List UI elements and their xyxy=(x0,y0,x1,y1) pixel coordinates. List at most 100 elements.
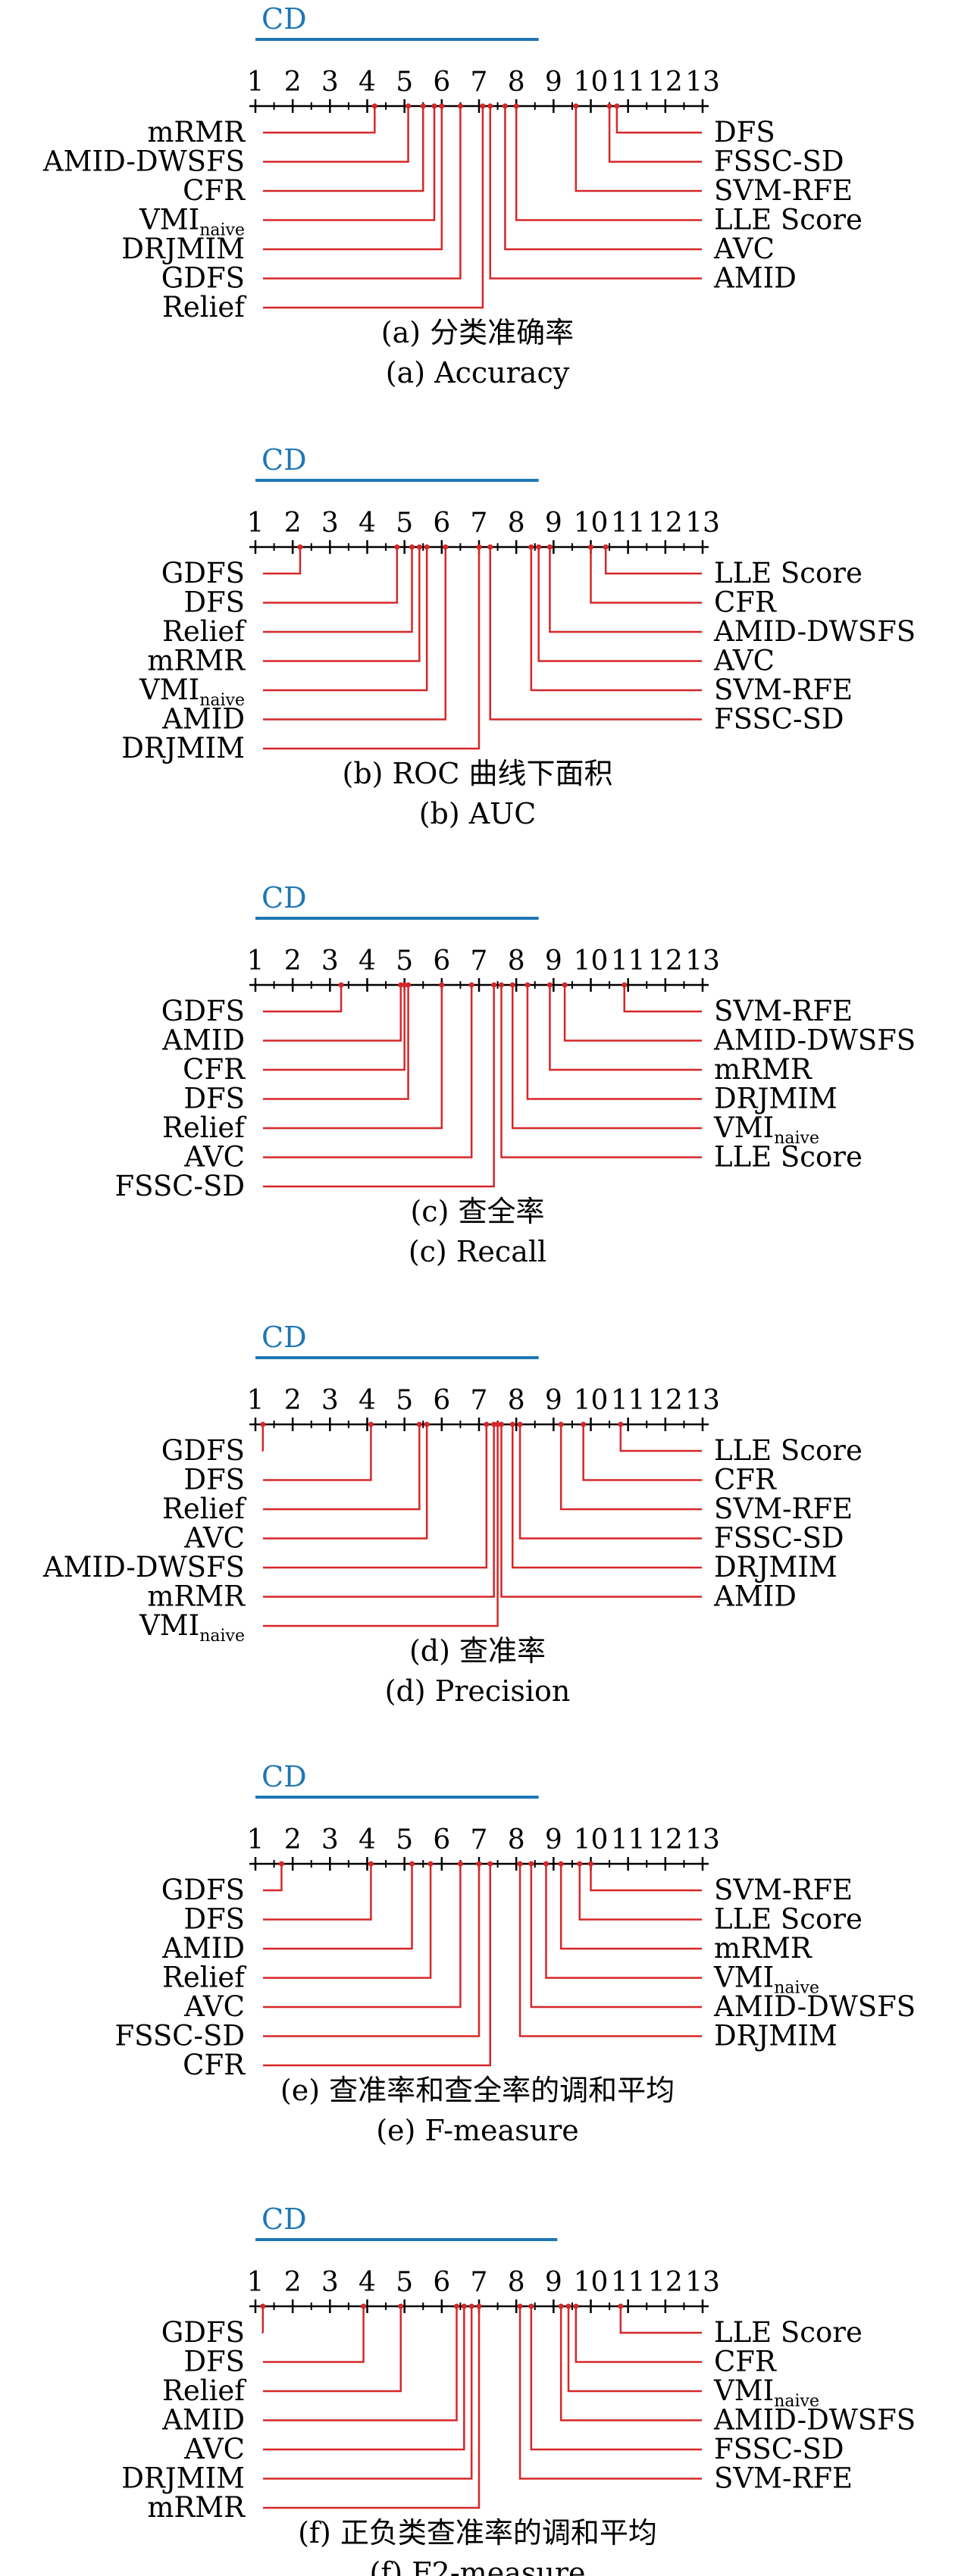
method-label: DFS xyxy=(183,1903,245,1936)
rank-connector xyxy=(263,1426,428,1540)
axis-tick-label: 9 xyxy=(545,67,562,98)
rank-connector xyxy=(500,986,702,1158)
method-label: GDFS xyxy=(161,995,245,1027)
method-label: DFS xyxy=(183,586,245,619)
rank-connector xyxy=(615,108,702,134)
method-label: FSSC-SD xyxy=(114,2020,245,2052)
rank-marker xyxy=(528,544,534,550)
method-label: SVM-RFE xyxy=(714,674,853,706)
axis-tick-label: 13 xyxy=(685,67,720,98)
method-name: DFS xyxy=(183,1464,245,1496)
axis-tick-label: 12 xyxy=(648,67,683,98)
method-name: DFS xyxy=(183,2346,245,2378)
rank-connector xyxy=(263,108,376,134)
rank-marker xyxy=(606,103,612,109)
rank-connector xyxy=(263,108,436,221)
rank-marker xyxy=(484,1421,490,1427)
method-label: DFS xyxy=(183,2346,245,2378)
cd-label: CD xyxy=(261,2,307,36)
method-name: AMID-DWSFS xyxy=(42,1551,245,1583)
rank-connector xyxy=(563,986,702,1042)
method-label: DRJMIM xyxy=(714,1083,838,1115)
rank-connector xyxy=(590,1865,702,1892)
rank-marker xyxy=(509,1421,515,1427)
method-name: VMI xyxy=(713,1962,774,1994)
axis-tick-label: 7 xyxy=(471,1385,488,1416)
method-name: mRMR xyxy=(714,1053,813,1086)
method-label: Relief xyxy=(162,615,246,648)
rank-marker xyxy=(405,982,412,988)
rank-marker xyxy=(573,2303,579,2309)
rank-connector xyxy=(489,549,702,721)
rank-connector xyxy=(263,549,421,662)
method-name: AMID-DWSFS xyxy=(713,615,916,648)
axis-tick-label: 8 xyxy=(508,1824,525,1855)
rank-marker xyxy=(416,1421,422,1427)
caption-en: (b) AUC xyxy=(419,797,537,830)
rank-marker xyxy=(487,1861,493,1867)
cd-label: CD xyxy=(261,1760,307,1793)
rank-marker xyxy=(581,1421,587,1427)
rank-marker xyxy=(260,1421,266,1427)
method-name: Relief xyxy=(162,615,246,648)
method-label: VMInaive xyxy=(713,1962,819,1998)
rank-marker xyxy=(457,1861,463,1867)
method-label: AVC xyxy=(183,1990,245,2023)
method-name: VMI xyxy=(139,1609,199,1642)
axis-tick-label: 2 xyxy=(284,508,302,539)
method-name: AMID-DWSFS xyxy=(713,2404,916,2437)
axis-tick-label: 7 xyxy=(471,508,488,539)
rank-connector xyxy=(590,549,702,604)
method-name: CFR xyxy=(714,2346,777,2378)
rank-connector xyxy=(263,2308,402,2393)
axis-tick-label: 2 xyxy=(284,1385,302,1416)
rank-marker xyxy=(368,1421,374,1427)
rank-marker xyxy=(476,544,482,550)
rank-connector xyxy=(263,2308,473,2480)
method-name: FSSC-SD xyxy=(714,703,844,736)
rank-marker xyxy=(480,103,486,109)
rank-connector xyxy=(263,1865,462,2009)
method-label: mRMR xyxy=(147,2491,246,2524)
method-subscript: naive xyxy=(199,221,245,240)
rank-marker xyxy=(297,544,303,550)
method-name: mRMR xyxy=(147,2491,246,2524)
rank-connector xyxy=(582,1426,702,1481)
method-label: Relief xyxy=(162,1962,246,1994)
rank-marker xyxy=(513,103,519,109)
method-name: mRMR xyxy=(147,645,246,677)
method-subscript: naive xyxy=(199,691,245,710)
method-label: CFR xyxy=(183,174,246,207)
method-name: GDFS xyxy=(161,557,245,589)
axis-tick-label: 13 xyxy=(685,1385,720,1416)
axis-tick-label: 5 xyxy=(396,2267,413,2298)
axis-tick-label: 1 xyxy=(247,1824,265,1855)
method-name: CFR xyxy=(183,2049,246,2081)
axis-tick-label: 9 xyxy=(545,508,562,539)
rank-connector xyxy=(619,2308,702,2334)
method-label: AMID-DWSFS xyxy=(713,615,916,648)
method-label: GDFS xyxy=(161,2316,245,2349)
method-name: LLE Score xyxy=(714,2316,863,2349)
method-name: GDFS xyxy=(161,1434,245,1467)
rank-connector xyxy=(515,108,702,221)
method-name: GDFS xyxy=(161,2316,245,2349)
rank-marker xyxy=(509,982,515,988)
method-label: AVC xyxy=(183,2433,245,2465)
method-label: SVM-RFE xyxy=(714,1493,853,1525)
rank-marker xyxy=(546,544,553,550)
rank-marker xyxy=(398,982,404,988)
rank-connector xyxy=(263,1865,413,1950)
method-label: LLE Score xyxy=(714,1434,863,1467)
axis-tick-label: 1 xyxy=(247,946,265,977)
method-label: DFS xyxy=(714,116,775,148)
rank-marker xyxy=(495,1421,501,1427)
method-name: SVM-RFE xyxy=(714,1493,853,1525)
rank-marker xyxy=(371,103,377,109)
rank-connector xyxy=(545,1865,702,1979)
axis-tick-label: 6 xyxy=(433,2267,450,2298)
rank-marker xyxy=(491,1421,497,1427)
rank-marker xyxy=(603,544,609,550)
axis-tick-label: 4 xyxy=(359,508,376,539)
